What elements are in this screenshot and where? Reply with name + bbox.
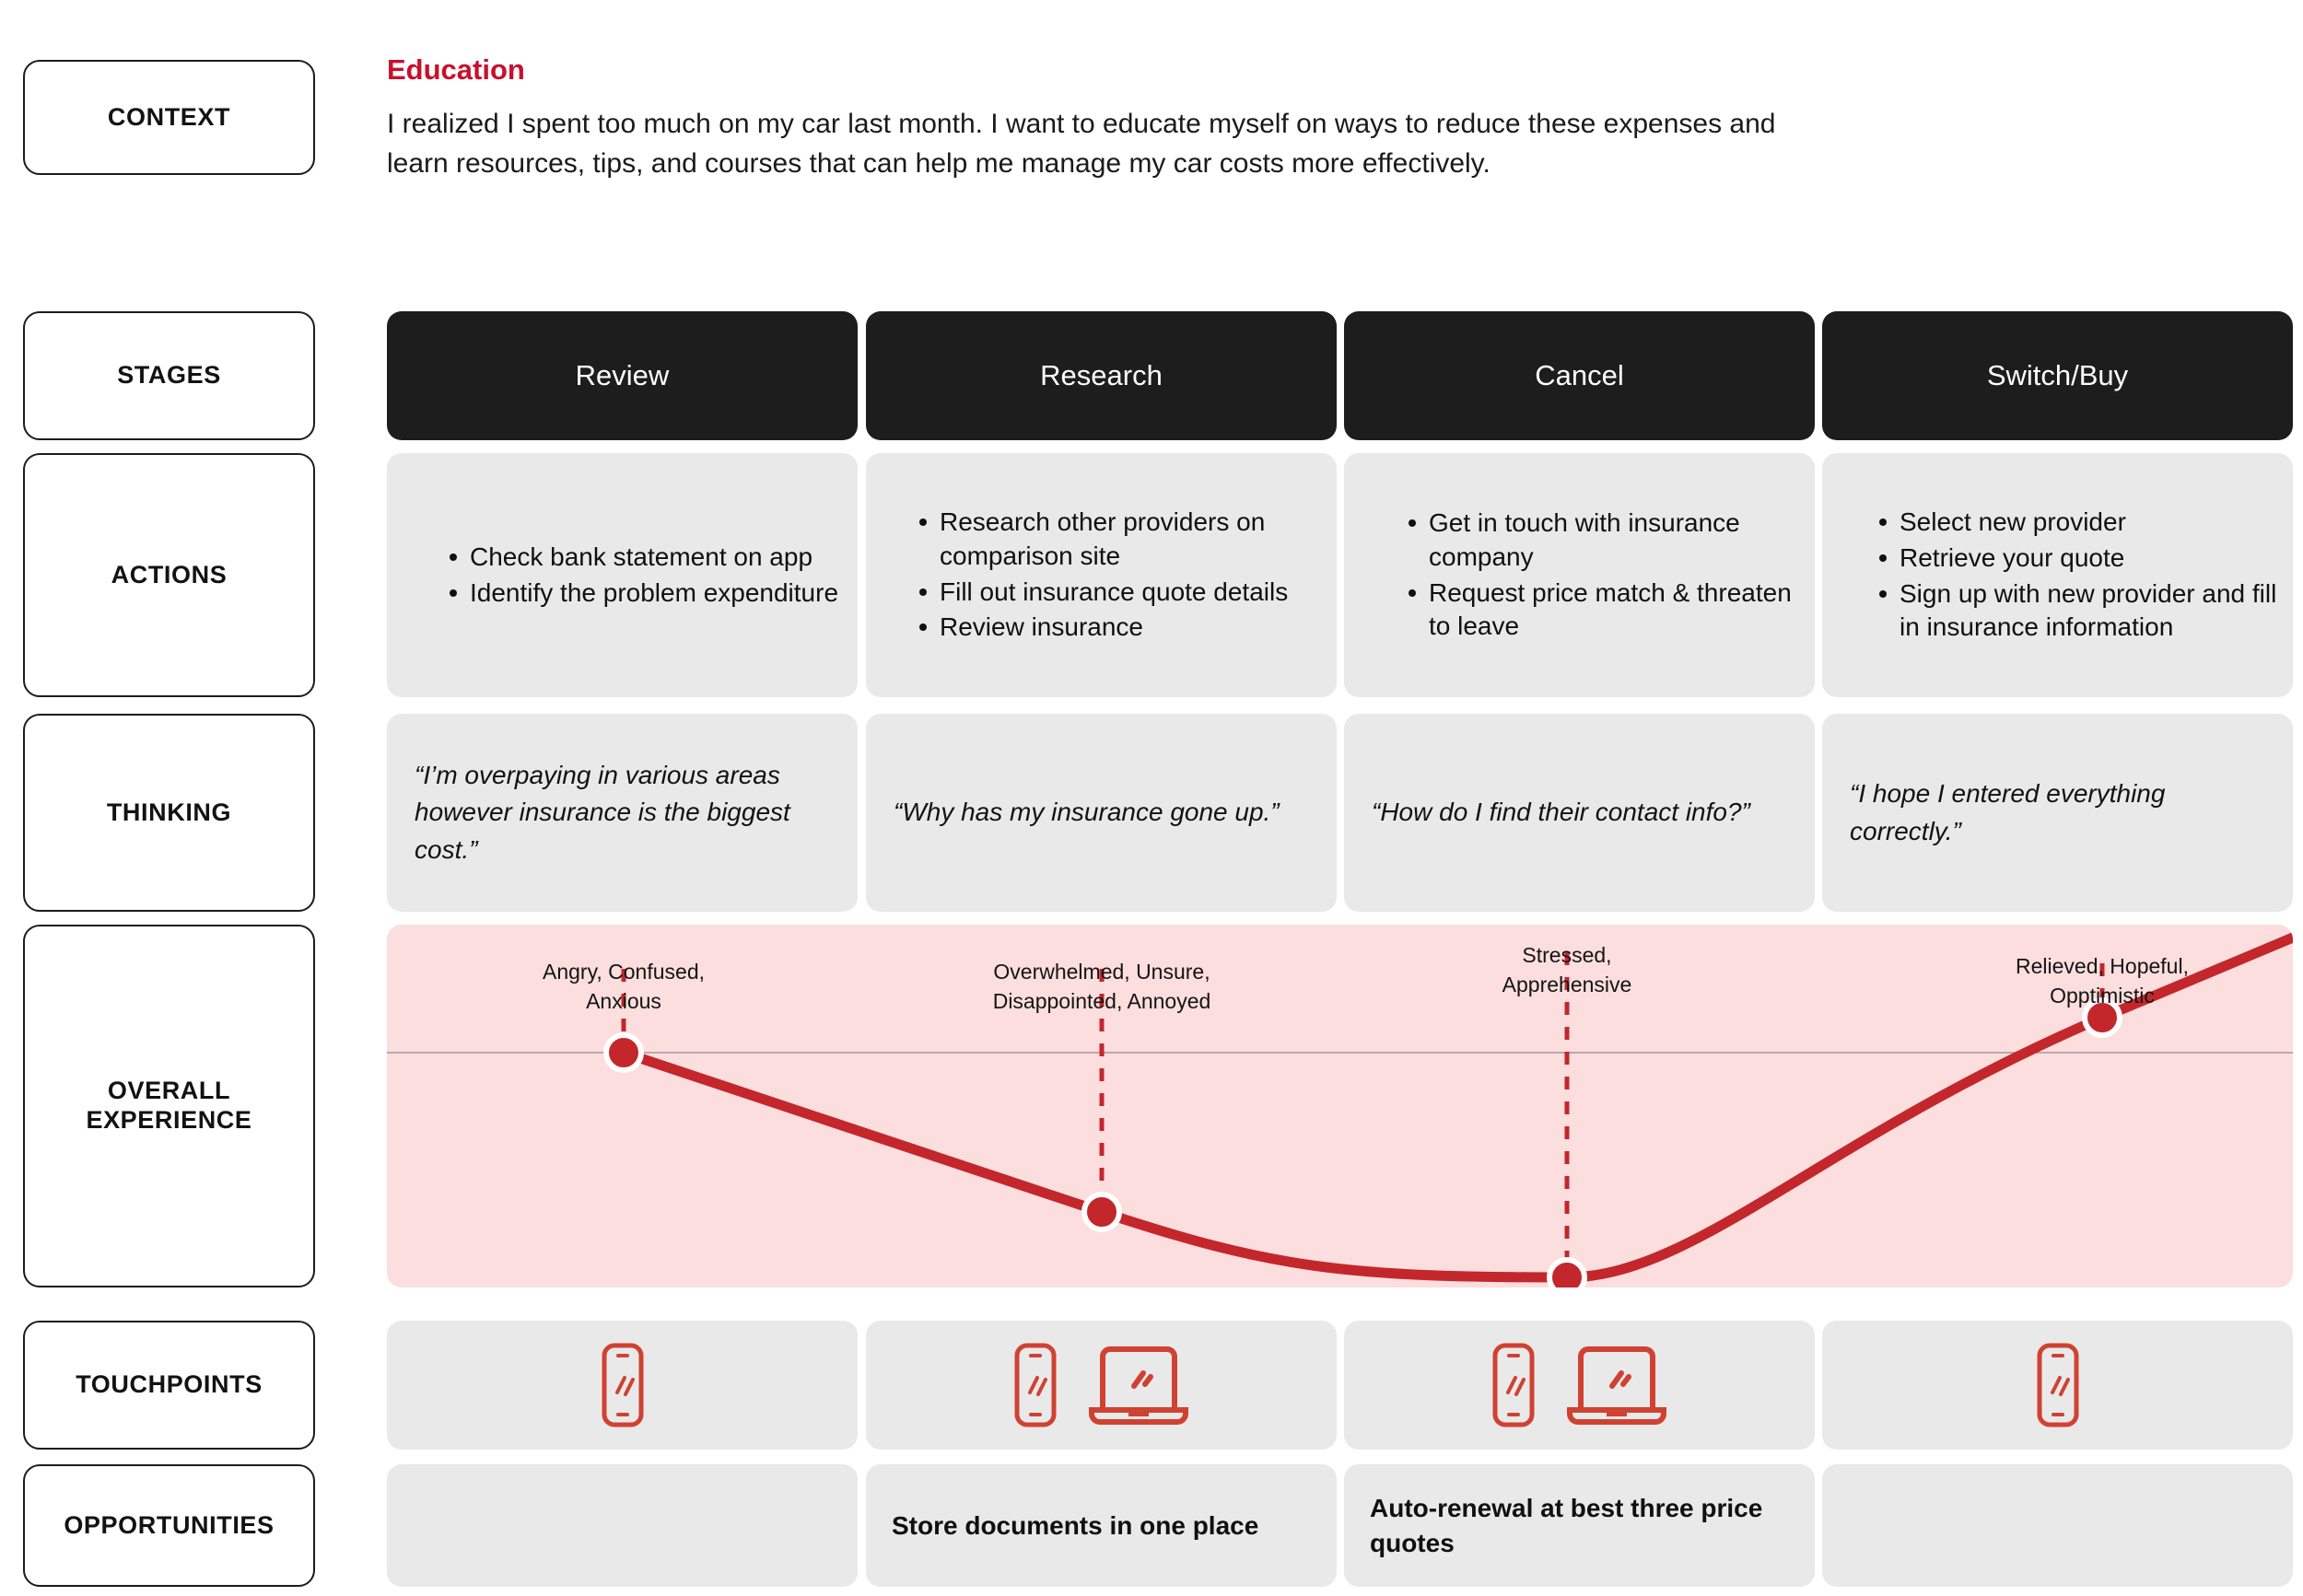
actions-list: Research other providers on comparison s… [912, 453, 1324, 697]
touchpoint-icons [387, 1321, 858, 1450]
mobile-phone-icon [1014, 1343, 1057, 1427]
rail-label-actions: ACTIONS [111, 560, 228, 588]
rail-label-overall-experience: OVERALL EXPERIENCE [86, 1077, 252, 1134]
action-item: Identify the problem expenditure [442, 577, 839, 611]
touchpoint-icons [1822, 1321, 2293, 1450]
rail-label-opportunities: OPPORTUNITIES [64, 1510, 275, 1539]
emotion-point-switch-buy[interactable] [2082, 997, 2122, 1038]
thinking-card-review: “I’m overpaying in various areas however… [387, 714, 858, 912]
action-item: Select new provider [1872, 506, 2284, 540]
touchpoint-icons [1344, 1321, 1815, 1450]
rail-card-thinking: THINKING [23, 714, 315, 912]
stage-header-review[interactable]: Review [387, 311, 858, 440]
action-item: Review insurance [912, 611, 1324, 645]
rail-card-context: CONTEXT [23, 60, 315, 175]
action-item: Research other providers on comparison s… [912, 506, 1324, 574]
stage-label: Review [575, 359, 670, 391]
opportunity-text: Auto-renewal at best three price quotes [1370, 1493, 1763, 1557]
stage-label: Switch/Buy [1986, 359, 2129, 391]
rail-card-touchpoints: TOUCHPOINTS [23, 1321, 315, 1450]
stage-header-research[interactable]: Research [866, 311, 1337, 440]
rail-label-touchpoints: TOUCHPOINTS [76, 1370, 263, 1399]
emotion-point-group [603, 997, 2122, 1287]
touchpoints-card-cancel [1344, 1321, 1815, 1450]
emotion-point-cancel[interactable] [1547, 1257, 1587, 1287]
touchpoints-card-research [866, 1321, 1337, 1450]
opportunities-card-switch-buy [1822, 1464, 2293, 1587]
laptop-icon [1566, 1344, 1667, 1427]
rail-card-overall-experience: OVERALL EXPERIENCE [23, 925, 315, 1287]
stage-header-switch-buy[interactable]: Switch/Buy [1822, 311, 2293, 440]
thinking-card-cancel: “How do I find their contact info?” [1344, 714, 1815, 912]
context-block: Education I realized I spent too much on… [387, 53, 1806, 183]
emotion-point-research[interactable] [1081, 1192, 1122, 1232]
rail-card-actions: ACTIONS [23, 453, 315, 697]
stage-header-cancel[interactable]: Cancel [1344, 311, 1815, 440]
stage-label: Cancel [1535, 359, 1624, 391]
action-item: Fill out insurance quote details [912, 576, 1324, 610]
emotion-label-switch-buy: Relieved, Hopeful, Opptimistic [2016, 954, 2189, 1008]
laptop-icon [1088, 1344, 1189, 1427]
opportunities-card-cancel: Auto-renewal at best three price quotes [1344, 1464, 1815, 1587]
dropline-group [621, 952, 2105, 1277]
context-heading: Education [387, 53, 525, 86]
rail-label-thinking: THINKING [106, 798, 232, 826]
opportunities-card-review [387, 1464, 858, 1587]
thinking-quote: “How do I find their contact info?” [1372, 798, 1750, 827]
opportunity-text: Store documents in one place [892, 1510, 1259, 1540]
emotion-label-research: Overwhelmed, Unsure, Disappointed, Annoy… [992, 960, 1211, 1013]
mobile-phone-icon [602, 1343, 644, 1427]
thinking-card-research: “Why has my insurance gone up.” [866, 714, 1337, 912]
touchpoints-card-switch-buy [1822, 1321, 2293, 1450]
thinking-card-switch-buy: “I hope I entered everything correctly.” [1822, 714, 2293, 912]
rail-card-stages: STAGES [23, 311, 315, 440]
action-item: Request price match & threaten to leave [1401, 577, 1798, 645]
rail-label-stages: STAGES [117, 361, 221, 390]
context-body: I realized I spent too much on my car la… [387, 109, 1776, 179]
emotion-label-cancel: Stressed, Apprehensive [1502, 943, 1632, 996]
overall-experience-chart: Angry, Confused, Anxious Overwhelmed, Un… [387, 925, 2293, 1287]
touchpoint-icons [866, 1321, 1337, 1450]
rail-card-opportunities: OPPORTUNITIES [23, 1464, 315, 1587]
emotion-label-review: Angry, Confused, Anxious [542, 960, 706, 1013]
action-item: Check bank statement on app [442, 541, 839, 575]
mobile-phone-icon [2037, 1343, 2079, 1427]
action-item: Get in touch with insurance company [1401, 507, 1798, 575]
stage-label: Research [1040, 359, 1163, 391]
touchpoints-card-review [387, 1321, 858, 1450]
action-item: Sign up with new provider and fill in in… [1872, 577, 2284, 646]
thinking-quote: “I’m overpaying in various areas however… [415, 760, 790, 864]
emotion-point-review[interactable] [603, 1032, 644, 1073]
actions-card-research: Research other providers on comparison s… [866, 453, 1337, 697]
mobile-phone-icon [1492, 1343, 1535, 1427]
action-item: Retrieve your quote [1872, 542, 2284, 576]
emotion-curve-svg [387, 932, 2293, 1287]
thinking-quote: “Why has my insurance gone up.” [894, 798, 1280, 827]
rail-label-context: CONTEXT [107, 102, 231, 131]
thinking-quote: “I hope I entered everything correctly.” [1850, 778, 2166, 845]
opportunities-card-research: Store documents in one place [866, 1464, 1337, 1587]
